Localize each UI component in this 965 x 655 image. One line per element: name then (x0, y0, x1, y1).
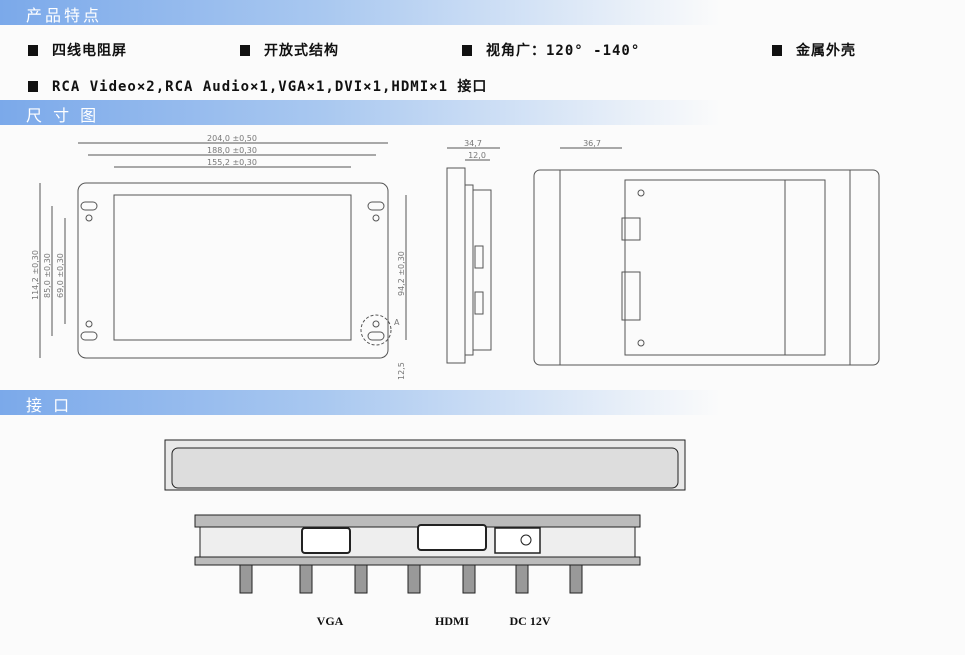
feature-item: RCA Video×2,RCA Audio×1,VGA×1,DVI×1,HDMI… (28, 76, 487, 96)
feature-item: 开放式结构 (240, 40, 339, 60)
dim-label: 188,0 ±0,30 (207, 146, 257, 155)
dim-label: 94,2 ±0,30 (397, 251, 406, 296)
dim-label: 12,5 (397, 362, 406, 380)
feature-item: 四线电阻屏 (28, 40, 127, 60)
dim-label: 204,0 ±0,50 (207, 134, 257, 143)
dim-label: 85,0 ±0,30 (43, 253, 52, 298)
dim-label: 114,2 ±0,30 (31, 250, 40, 300)
dim-label: 12,0 (468, 151, 486, 160)
section-header-features: 产品特点 (0, 0, 720, 25)
front-view-drawing: 204,0 ±0,50 188,0 ±0,30 155,2 ±0,30 114,… (31, 134, 407, 380)
dim-label: 34,7 (464, 139, 482, 148)
side-view-drawing: 34,7 12,0 (446, 139, 500, 364)
section-header-interfaces: 接 口 (0, 390, 720, 415)
section-header-dimensions: 尺 寸 图 (0, 100, 720, 125)
vga-port (301, 527, 351, 554)
feature-item: 视角广：120° -140° (462, 40, 640, 60)
dim-label: 69,0 ±0,30 (56, 253, 65, 298)
port-label-hdmi: HDMI (435, 614, 469, 628)
back-view-drawing: 36,7 (533, 139, 880, 366)
port-label-vga: VGA (317, 614, 344, 628)
detail-label: A (394, 318, 400, 327)
feature-item: 金属外壳 (772, 40, 856, 60)
dim-label: 36,7 (583, 139, 601, 148)
interface-drawing: VGA HDMI DC 12V (164, 439, 686, 628)
dim-label: 155,2 ±0,30 (207, 158, 257, 167)
hdmi-port (417, 524, 487, 551)
port-label-dc: DC 12V (510, 614, 551, 628)
dc-port (494, 527, 541, 554)
